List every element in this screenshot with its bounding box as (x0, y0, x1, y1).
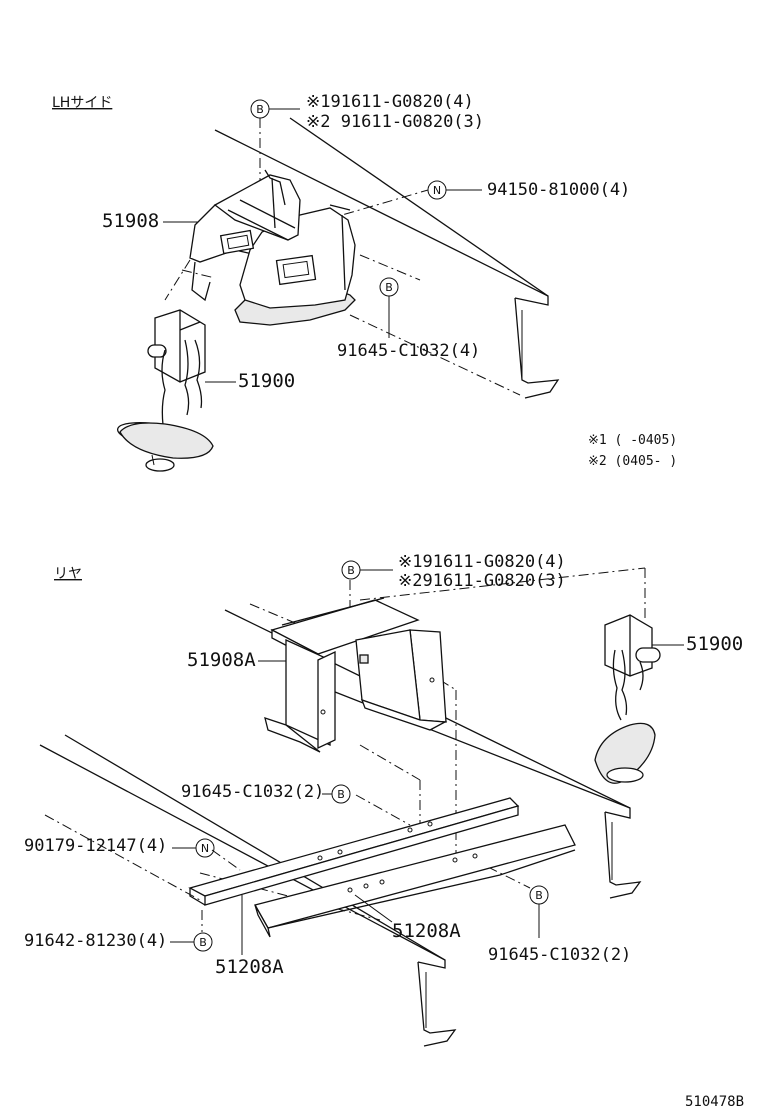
rear-callout-b-mid: B (322, 784, 351, 804)
rear-callout-b-left: B (170, 932, 213, 952)
label-rear-nut-n: 90179-12147(4) (24, 836, 167, 856)
label-carrier-51900-lh: 51900 (238, 370, 295, 392)
carrier-51900-rear (594, 614, 661, 784)
rear-callout-b-top: B (341, 560, 393, 580)
label-carrier-51900-rear: 51900 (686, 633, 743, 655)
label-lh-bolt-b-lower: 91645-C1032(4) (337, 341, 480, 361)
section-label-lh-side: LHサイド (52, 95, 112, 111)
note-2: ※2 (0405- ) (588, 454, 677, 469)
label-lh-nut-n: 94150-81000(4) (487, 180, 630, 200)
svg-text:B: B (347, 564, 355, 577)
svg-text:B: B (256, 103, 264, 116)
figure-reference: 510478B (685, 1094, 744, 1110)
label-lh-bolt-b-2: ※2 91611-G0820(3) (306, 112, 484, 132)
svg-text:N: N (201, 842, 209, 855)
label-rear-bolt-b-right: 91645-C1032(2) (488, 945, 631, 965)
svg-text:B: B (385, 281, 393, 294)
svg-text:B: B (535, 889, 543, 902)
label-bracket-51908A: 51908A (187, 649, 256, 671)
bracket-51908 (189, 169, 356, 326)
section-label-rear: リヤ (54, 566, 82, 582)
label-rear-bolt-b-mid: 91645-C1032(2) (181, 782, 324, 802)
leader-51208A-right (354, 894, 393, 923)
bracket-51908A (264, 597, 448, 753)
label-bracket-51908: 51908 (102, 210, 159, 232)
lh-callout-n: N (427, 180, 482, 200)
rear-dashed-lines (44, 567, 646, 932)
svg-text:B: B (199, 936, 207, 949)
crossmember-51208A-upper (188, 797, 520, 906)
rear-callout-n: N (172, 838, 215, 858)
rear-frame-rail-left (39, 734, 457, 1047)
svg-text:N: N (433, 184, 441, 197)
label-crossmember-51208A-left: 51208A (215, 956, 284, 978)
label-lh-bolt-b-1: ※191611-G0820(4) (306, 92, 474, 112)
label-rear-bolt-b-2: ※291611-G0820(3) (398, 571, 566, 591)
label-rear-bolt-b-left: 91642-81230(4) (24, 931, 167, 951)
label-crossmember-51208A-right: 51208A (392, 920, 461, 942)
lh-callout-b-lower: B (379, 277, 399, 338)
rear-callout-b-right: B (529, 885, 549, 938)
svg-text:B: B (337, 788, 345, 801)
crossmember-51208A-lower (254, 824, 576, 938)
carrier-51900-lh (117, 309, 214, 472)
lh-frame-rail (214, 117, 560, 399)
lh-callout-b-top: B (250, 99, 300, 119)
label-rear-bolt-b-1: ※191611-G0820(4) (398, 552, 566, 572)
note-1: ※1 ( -0405) (588, 433, 677, 448)
